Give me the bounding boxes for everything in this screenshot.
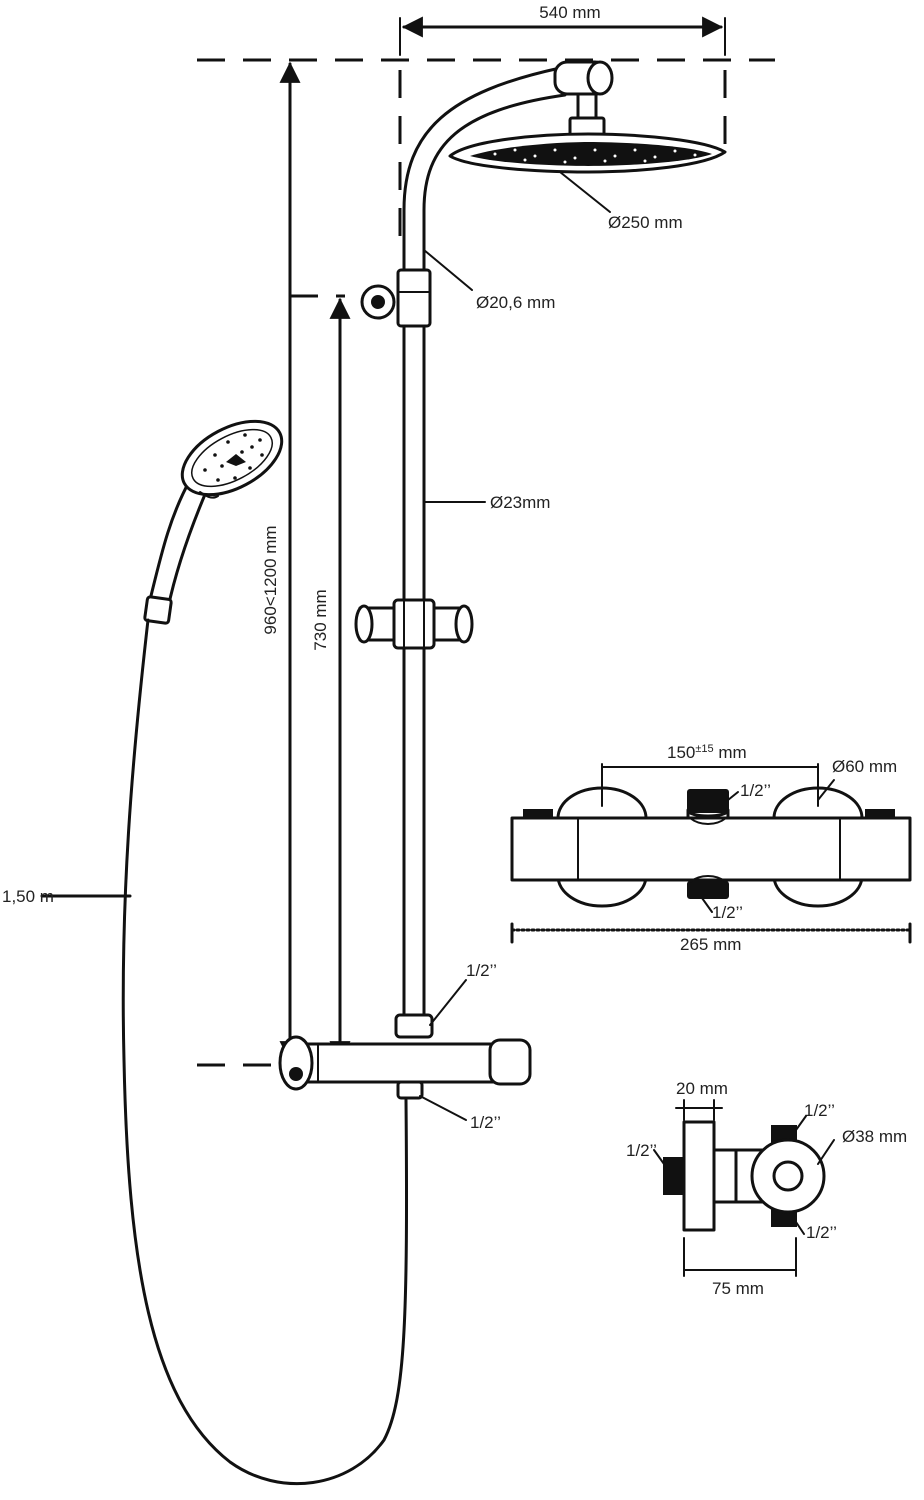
reference-lines (197, 58, 775, 1067)
hand-shower (143, 419, 284, 625)
shower-hose: 1,50 m (2, 618, 409, 1486)
shower-rail: Ø23mm (402, 324, 550, 1027)
label-side-left-thread: 1/2’’ (626, 1141, 657, 1160)
slider-bracket (354, 598, 474, 650)
label-hose-length: 1,50 m (2, 887, 54, 906)
label-side-knob-diameter: Ø38 mm (842, 1127, 907, 1146)
label-arm-diameter: Ø20,6 mm (476, 293, 555, 312)
label-side-bottom-thread: 1/2’’ (806, 1223, 837, 1242)
label-side-depth: 20 mm (676, 1079, 728, 1098)
label-width-overall: 540 mm (539, 3, 600, 22)
label-valve-top-thread: 1/2’’ (740, 781, 771, 800)
rail-length-dimension: 730 mm (311, 297, 351, 1063)
width-dimension: 540 mm (399, 3, 726, 56)
label-rail-length: 730 mm (311, 589, 330, 650)
label-rail-diameter: Ø23mm (490, 493, 550, 512)
valve-detail-side: 20 mm 1/2’’ 1/2’’ Ø38 mm 1/2’’ 75 mm (626, 1079, 907, 1298)
rain-shower-head: Ø250 mm (448, 132, 727, 232)
label-valve-bottom-thread: 1/2’’ (712, 903, 743, 922)
label-inlet-top: 1/2’’ (466, 961, 497, 980)
valve-detail-front: 150±15 mm Ø60 mm 1/2’’ 1/2’’ 265 mm (510, 743, 912, 954)
overhead-arm (402, 60, 614, 272)
label-side-length: 75 mm (712, 1279, 764, 1298)
label-side-top-thread: 1/2’’ (804, 1101, 835, 1120)
height-dimension: 960<1200 mm (261, 61, 301, 1063)
label-knob-diameter: Ø60 mm (832, 757, 897, 776)
thermostatic-mixer: 1/2’’ 1/2’’ (278, 961, 532, 1132)
label-valve-spacing: 150±15 mm (667, 743, 747, 762)
arm-connector: Ø20,6 mm (360, 249, 555, 328)
label-head-diameter: Ø250 mm (608, 213, 683, 232)
label-valve-length: 265 mm (680, 935, 741, 954)
label-inlet-bottom: 1/2’’ (470, 1113, 501, 1132)
label-height-range: 960<1200 mm (261, 525, 280, 634)
